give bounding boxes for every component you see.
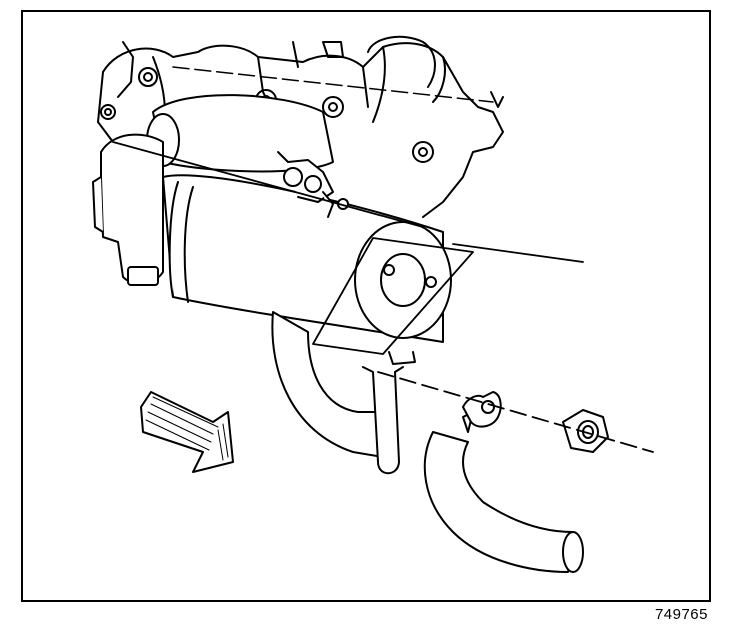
arrow-front-icon xyxy=(140,391,234,473)
detail-zoom-plane xyxy=(312,237,584,355)
installation-axis xyxy=(377,371,654,453)
terminal-nut xyxy=(562,409,609,453)
reference-line xyxy=(112,141,424,228)
illustration-frame xyxy=(21,10,711,602)
exhaust-pipe xyxy=(271,311,404,475)
starter-motor xyxy=(92,94,452,365)
engine-block xyxy=(97,35,504,218)
figure-id-label: 749765 xyxy=(654,606,708,623)
battery-cable xyxy=(423,391,584,573)
starter-wiring-illustration xyxy=(92,35,654,573)
